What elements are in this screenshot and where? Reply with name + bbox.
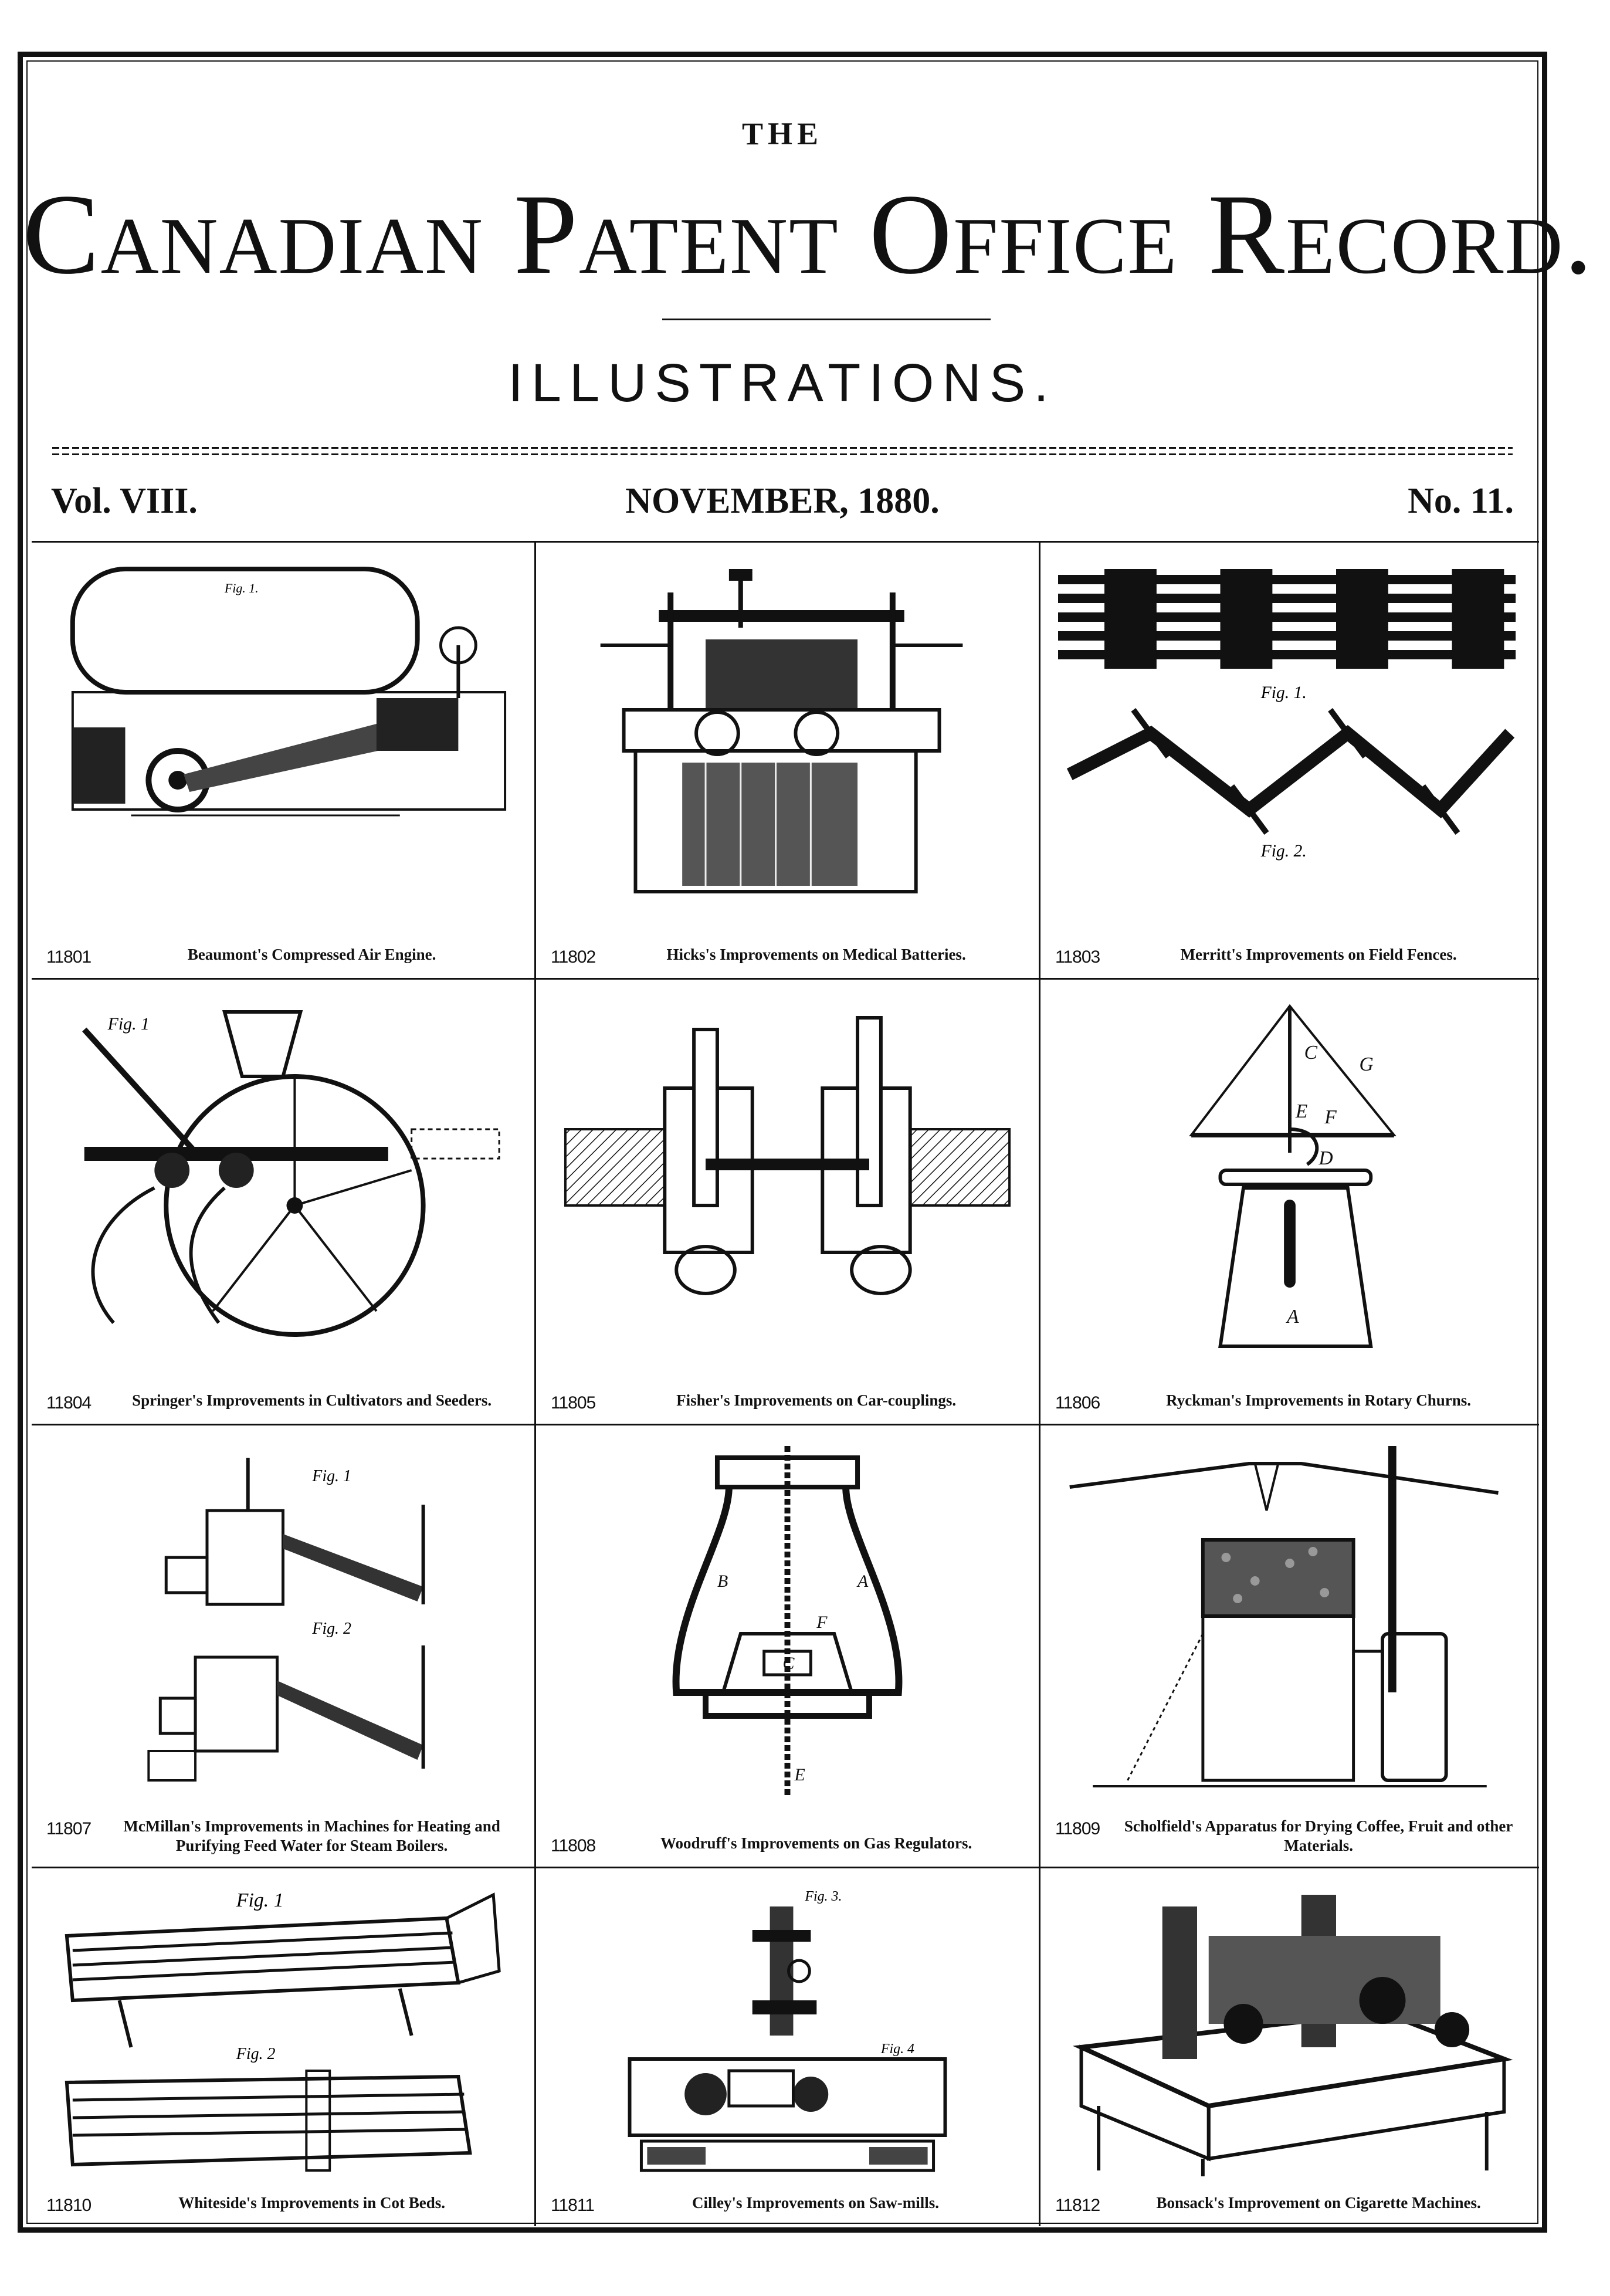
- letter-d: D: [1318, 1147, 1333, 1169]
- fig-label-1: Fig. 1: [311, 1467, 351, 1485]
- caption: 11804 Springer's Improvements in Cultiva…: [46, 1391, 520, 1413]
- patent-cell-11802: 11802 Hicks's Improvements on Medical Ba…: [536, 543, 1040, 980]
- patent-number: 11803: [1055, 947, 1100, 967]
- title-rule: [662, 319, 991, 320]
- patent-number: 11806: [1055, 1393, 1100, 1413]
- patent-caption: Woodruff's Improvements on Gas Regulator…: [660, 1834, 972, 1852]
- letter-e: E: [794, 1765, 805, 1784]
- caption: 11812 Bonsack's Improvement on Cigarette…: [1055, 2193, 1524, 2216]
- caption: 11801 Beaumont's Compressed Air Engine.: [46, 945, 520, 967]
- car-coupling-illustration: [554, 994, 1021, 1323]
- dashed-rule-top: [52, 447, 1513, 449]
- dashed-rule-bottom: [52, 453, 1513, 455]
- patent-caption: Bonsack's Improvement on Cigarette Machi…: [1156, 2194, 1481, 2212]
- patent-number: 11809: [1055, 1818, 1100, 1838]
- patent-number: 11802: [551, 947, 596, 967]
- letter-g: G: [1360, 1054, 1374, 1075]
- masthead-subtitle: ILLUSTRATIONS.: [508, 353, 1057, 413]
- fig-label: Fig. 1: [107, 1014, 150, 1034]
- fig-label-2: Fig. 2.: [1260, 841, 1307, 861]
- feed-water-heater-illustration: Fig. 1 Fig. 2: [49, 1440, 517, 1792]
- cultivator-illustration: Fig. 1: [49, 994, 517, 1346]
- patent-caption: Merritt's Improvements on Field Fences.: [1180, 946, 1457, 963]
- patent-number: 11807: [46, 1818, 91, 1838]
- patent-caption: Fisher's Improvements on Car-couplings.: [676, 1391, 957, 1409]
- fig-label-2: Fig. 2: [236, 2045, 276, 2063]
- patent-caption: McMillan's Improvements in Machines for …: [123, 1817, 500, 1855]
- letter-c: C: [783, 1654, 795, 1673]
- masthead-title: Canadian Patent Office Record.: [23, 171, 1594, 298]
- patent-caption: Ryckman's Improvements in Rotary Churns.: [1166, 1391, 1472, 1409]
- letter-a: A: [856, 1572, 869, 1591]
- fig-label-2: Fig. 2: [311, 1620, 351, 1638]
- patent-cell-11803: Fig. 1. Fig. 2. 11803 Merritt's Improvem…: [1040, 543, 1539, 980]
- rotary-churn-illustration: C G E F D A: [1058, 994, 1521, 1352]
- caption: 11808 Woodruff's Improvements on Gas Reg…: [551, 1834, 1024, 1856]
- caption: 11803 Merritt's Improvements on Field Fe…: [1055, 945, 1524, 967]
- gas-regulator-illustration: B A F C E: [554, 1440, 1021, 1804]
- patent-cell-11804: Fig. 1 11804 Springer's Improvements in …: [32, 980, 536, 1425]
- patent-caption: Cilley's Improvements on Saw-mills.: [692, 2194, 939, 2212]
- patent-number: 11811: [551, 2196, 595, 2215]
- fig-label-2: Fig. 4: [880, 2041, 914, 2057]
- coffee-dryer-illustration: [1058, 1440, 1521, 1804]
- caption: 11807 McMillan's Improvements in Machine…: [46, 1817, 520, 1857]
- patent-cell-11812: 11812 Bonsack's Improvement on Cigarette…: [1040, 1868, 1539, 2226]
- patent-number: 11804: [46, 1393, 91, 1413]
- patent-cell-11805: 11805 Fisher's Improvements on Car-coupl…: [536, 980, 1040, 1425]
- patent-cell-11806: C G E F D A 11806 Ryckman's Improvements…: [1040, 980, 1539, 1425]
- caption: 11806 Ryckman's Improvements in Rotary C…: [1055, 1391, 1524, 1413]
- fig-label-1: Fig. 3.: [804, 1889, 842, 1904]
- fig-label: Fig. 1.: [224, 581, 259, 595]
- patent-number: 11808: [551, 1836, 596, 1855]
- caption: 11810 Whiteside's Improvements in Cot Be…: [46, 2193, 520, 2216]
- cigarette-machine-illustration: [1058, 1883, 1521, 2182]
- patent-number: 11812: [1055, 2196, 1100, 2215]
- patent-caption: Scholfield's Apparatus for Drying Coffee…: [1124, 1817, 1513, 1855]
- patent-caption: Whiteside's Improvements in Cot Beds.: [178, 2194, 445, 2212]
- patent-cell-11811: Fig. 3. Fig. 4 11811 Cilley's Improvemen…: [536, 1868, 1040, 2226]
- patent-caption: Hicks's Improvements on Medical Batterie…: [666, 946, 966, 963]
- patent-number: 11801: [46, 947, 91, 967]
- letter-b: B: [717, 1572, 728, 1591]
- letter-f: F: [1324, 1106, 1337, 1128]
- patent-cell-11810: Fig. 1 Fig. 2: [32, 1868, 536, 2226]
- issue-date: NOVEMBER, 1880.: [625, 481, 940, 521]
- patent-caption: Beaumont's Compressed Air Engine.: [187, 946, 436, 963]
- illustration-grid: Fig. 1. 11801 Beaumont's Compressed Air …: [32, 541, 1539, 2226]
- field-fence-illustration: Fig. 1. Fig. 2.: [1058, 557, 1521, 886]
- patent-cell-11809: 11809 Scholfield's Apparatus for Drying …: [1040, 1425, 1539, 1868]
- issue-number: No. 11.: [1408, 481, 1514, 521]
- patent-cell-11801: Fig. 1. 11801 Beaumont's Compressed Air …: [32, 543, 536, 980]
- letter-e: E: [1295, 1100, 1308, 1122]
- fig-label-1: Fig. 1.: [1260, 683, 1307, 702]
- air-engine-illustration: Fig. 1.: [49, 557, 517, 874]
- fig-label-1: Fig. 1: [236, 1889, 284, 1911]
- patent-cell-11808: B A F C E 11808 Woodruff's Improvements …: [536, 1425, 1040, 1868]
- cot-bed-illustration: Fig. 1 Fig. 2: [49, 1883, 517, 2176]
- page-border: THE Canadian Patent Office Record. ILLUS…: [18, 52, 1594, 2233]
- caption: 11811 Cilley's Improvements on Saw-mills…: [551, 2193, 1024, 2216]
- caption: 11809 Scholfield's Apparatus for Drying …: [1055, 1817, 1524, 1857]
- patent-caption: Springer's Improvements in Cultivators a…: [132, 1391, 492, 1409]
- dateline: Vol. VIII. NOVEMBER, 1880. No. 11.: [51, 480, 1514, 527]
- saw-mill-illustration: Fig. 3. Fig. 4: [554, 1883, 1021, 2182]
- patent-number: 11805: [551, 1393, 596, 1413]
- letter-c: C: [1304, 1042, 1318, 1064]
- letter-f: F: [816, 1613, 828, 1632]
- letter-a: A: [1286, 1306, 1299, 1328]
- patent-number: 11810: [46, 2196, 91, 2215]
- caption: 11805 Fisher's Improvements on Car-coupl…: [551, 1391, 1024, 1413]
- masthead-kicker: THE: [741, 116, 823, 151]
- caption: 11802 Hicks's Improvements on Medical Ba…: [551, 945, 1024, 967]
- volume-label: Vol. VIII.: [51, 481, 198, 521]
- medical-battery-illustration: [554, 557, 1021, 898]
- patent-cell-11807: Fig. 1 Fig. 2 11807 McMillan's Improveme…: [32, 1425, 536, 1868]
